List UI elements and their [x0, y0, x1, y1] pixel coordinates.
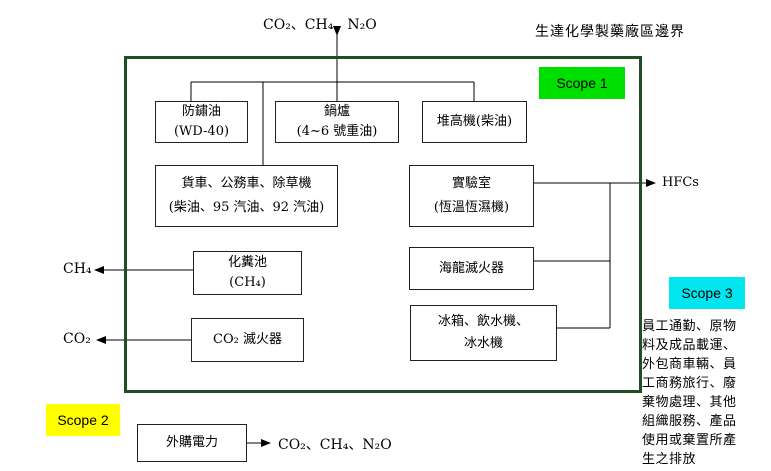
hfcs-collector-lines [534, 179, 656, 329]
co2-ext-line1: CO₂ 滅火器 [213, 332, 282, 347]
vehicles-box: 貨車、公務車、除草機 (柴油、95 汽油、92 汽油) [155, 165, 338, 227]
forklift-box: 堆高機(柴油) [422, 101, 527, 143]
co2-extinguisher-box: CO₂ 滅火器 [191, 318, 304, 362]
boiler-line1: 鍋爐 [323, 104, 350, 119]
scope2-badge: Scope 2 [46, 404, 120, 436]
scope3-line: 工商務旅行、廢 [642, 376, 737, 391]
scope1-badge: Scope 1 [539, 67, 625, 99]
scope3-line: 外包商車輛、員 [642, 357, 737, 372]
scope3-line: 使用或棄置所產 [642, 433, 737, 448]
power-emissions-label: CO₂、CH₄、N₂O [278, 437, 392, 453]
scope3-line: 生之排放 [642, 452, 697, 467]
co2-output-label: CO₂ [63, 331, 91, 347]
vehicles-line2: (柴油、95 汽油、92 汽油) [168, 200, 325, 215]
plant-boundary [124, 56, 642, 393]
top-collector-lines [190, 26, 475, 165]
scope3-line: 員工通勤、原物 [642, 319, 737, 334]
forklift-line1: 堆高機(柴油) [436, 114, 513, 129]
rust-oil-line2: (WD-40) [173, 124, 230, 139]
septic-tank-box: 化糞池 (CH₄) [193, 251, 302, 295]
purchased-power-box: 外購電力 [137, 424, 247, 462]
boiler-box: 鍋爐 (4~6 號重油) [275, 101, 399, 143]
fridge-line1: 冰箱、飲水機、 [437, 314, 529, 329]
scope2-label: Scope 2 [57, 412, 109, 428]
scope3-line: 棄物處理、其他 [642, 395, 737, 410]
rust-oil-box: 防鏽油 (WD-40) [155, 101, 248, 143]
fridge-line2: 冰水機 [463, 336, 503, 351]
scope3-line: 組織服務、產品 [642, 414, 737, 429]
lab-line2: (恆溫恆濕機) [433, 200, 510, 215]
refrigeration-box: 冰箱、飲水機、 冰水機 [410, 305, 557, 361]
top-emissions-label: CO₂、CH₄、N₂O [263, 17, 377, 33]
power-line1: 外購電力 [165, 435, 218, 450]
septic-line1: 化糞池 [227, 255, 267, 270]
hfcs-output-label: HFCs [662, 175, 699, 190]
scope3-description: 員工通勤、原物 料及成品載運、 外包商車輛、員 工商務旅行、廢 棄物處理、其他 … [642, 317, 768, 469]
vehicles-line1: 貨車、公務車、除草機 [181, 176, 312, 191]
scope1-label: Scope 1 [556, 75, 608, 91]
halon-extinguisher-box: 海龍滅火器 [409, 247, 534, 290]
scope3-badge: Scope 3 [669, 277, 745, 309]
boiler-line2: (4~6 號重油) [296, 124, 378, 139]
ch4-output-label: CH₄ [63, 261, 92, 277]
lab-box: 實驗室 (恆溫恆濕機) [409, 165, 534, 227]
rust-oil-line1: 防鏽油 [181, 104, 221, 119]
septic-line2: (CH₄) [229, 275, 266, 290]
scope3-label: Scope 3 [681, 285, 733, 301]
halon-line1: 海龍滅火器 [438, 260, 504, 276]
plant-boundary-title: 生達化學製藥廠區邊界 [535, 24, 685, 40]
scope3-line: 料及成品載運、 [642, 338, 737, 353]
lab-line1: 實驗室 [451, 176, 491, 191]
